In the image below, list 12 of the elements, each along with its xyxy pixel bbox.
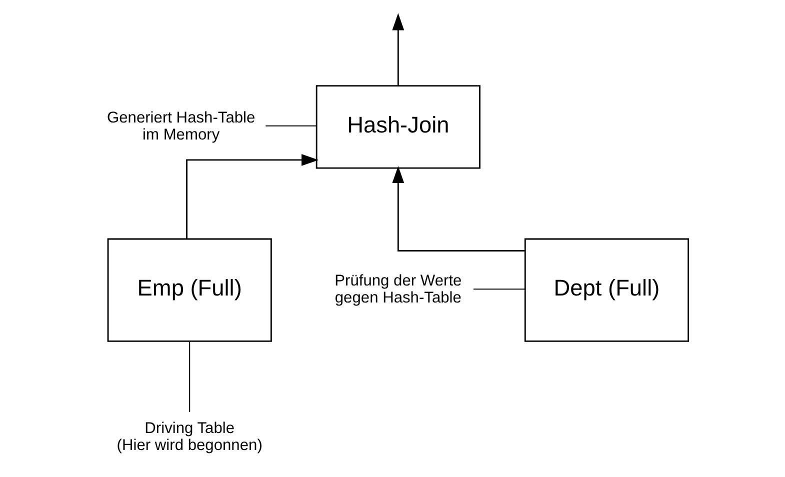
connector	[472, 288, 526, 290]
node-text: Driving Table (Hier wird begonnen)	[116, 420, 262, 454]
node-box: Dept (Full)	[524, 238, 690, 342]
connector	[189, 341, 190, 412]
connector	[265, 125, 317, 126]
node-box: Hash-Join	[316, 85, 480, 169]
node-text: Generiert Hash-Table im Memory	[106, 109, 256, 144]
arrow	[392, 166, 525, 252]
node-box: Emp (Full)	[107, 238, 272, 342]
arrow	[392, 13, 404, 86]
arrow	[186, 154, 319, 239]
node-text: Prüfung der Werte gegen Hash-Table	[334, 272, 462, 307]
